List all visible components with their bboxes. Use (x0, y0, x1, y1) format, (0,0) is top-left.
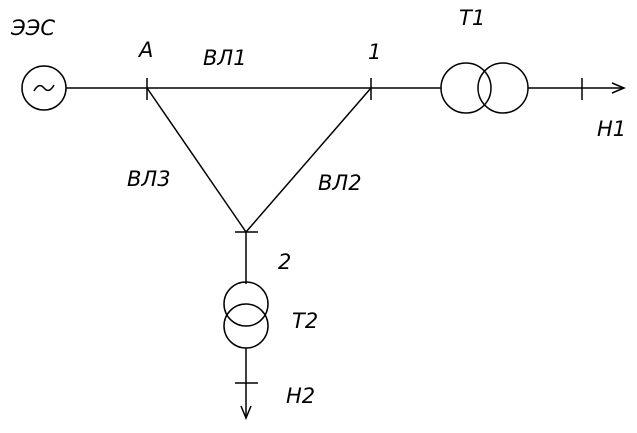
transformer-1-label: Т1 (459, 6, 485, 30)
line-2-segment (245, 87, 372, 233)
line-3-segment (146, 87, 247, 233)
power-source-symbol (21, 65, 67, 111)
load-1-label: Н1 (597, 117, 626, 141)
node-a-label: А (137, 38, 153, 62)
line-1-label: ВЛ1 (203, 46, 247, 70)
line-3-label: ВЛ3 (127, 167, 171, 191)
transformer-2-label: Т2 (292, 309, 318, 333)
node-1-label: 1 (368, 40, 381, 64)
transformer-1-symbol (440, 62, 529, 114)
load-2-label: Н2 (286, 384, 315, 408)
transformer-2-symbol (223, 281, 269, 349)
load-2-arrow-icon (240, 405, 252, 420)
node-2-label: 2 (278, 250, 291, 274)
source-label: ЭЭС (10, 16, 55, 40)
load-1-arrow-icon (611, 82, 626, 94)
line-2-label: ВЛ2 (318, 171, 362, 195)
